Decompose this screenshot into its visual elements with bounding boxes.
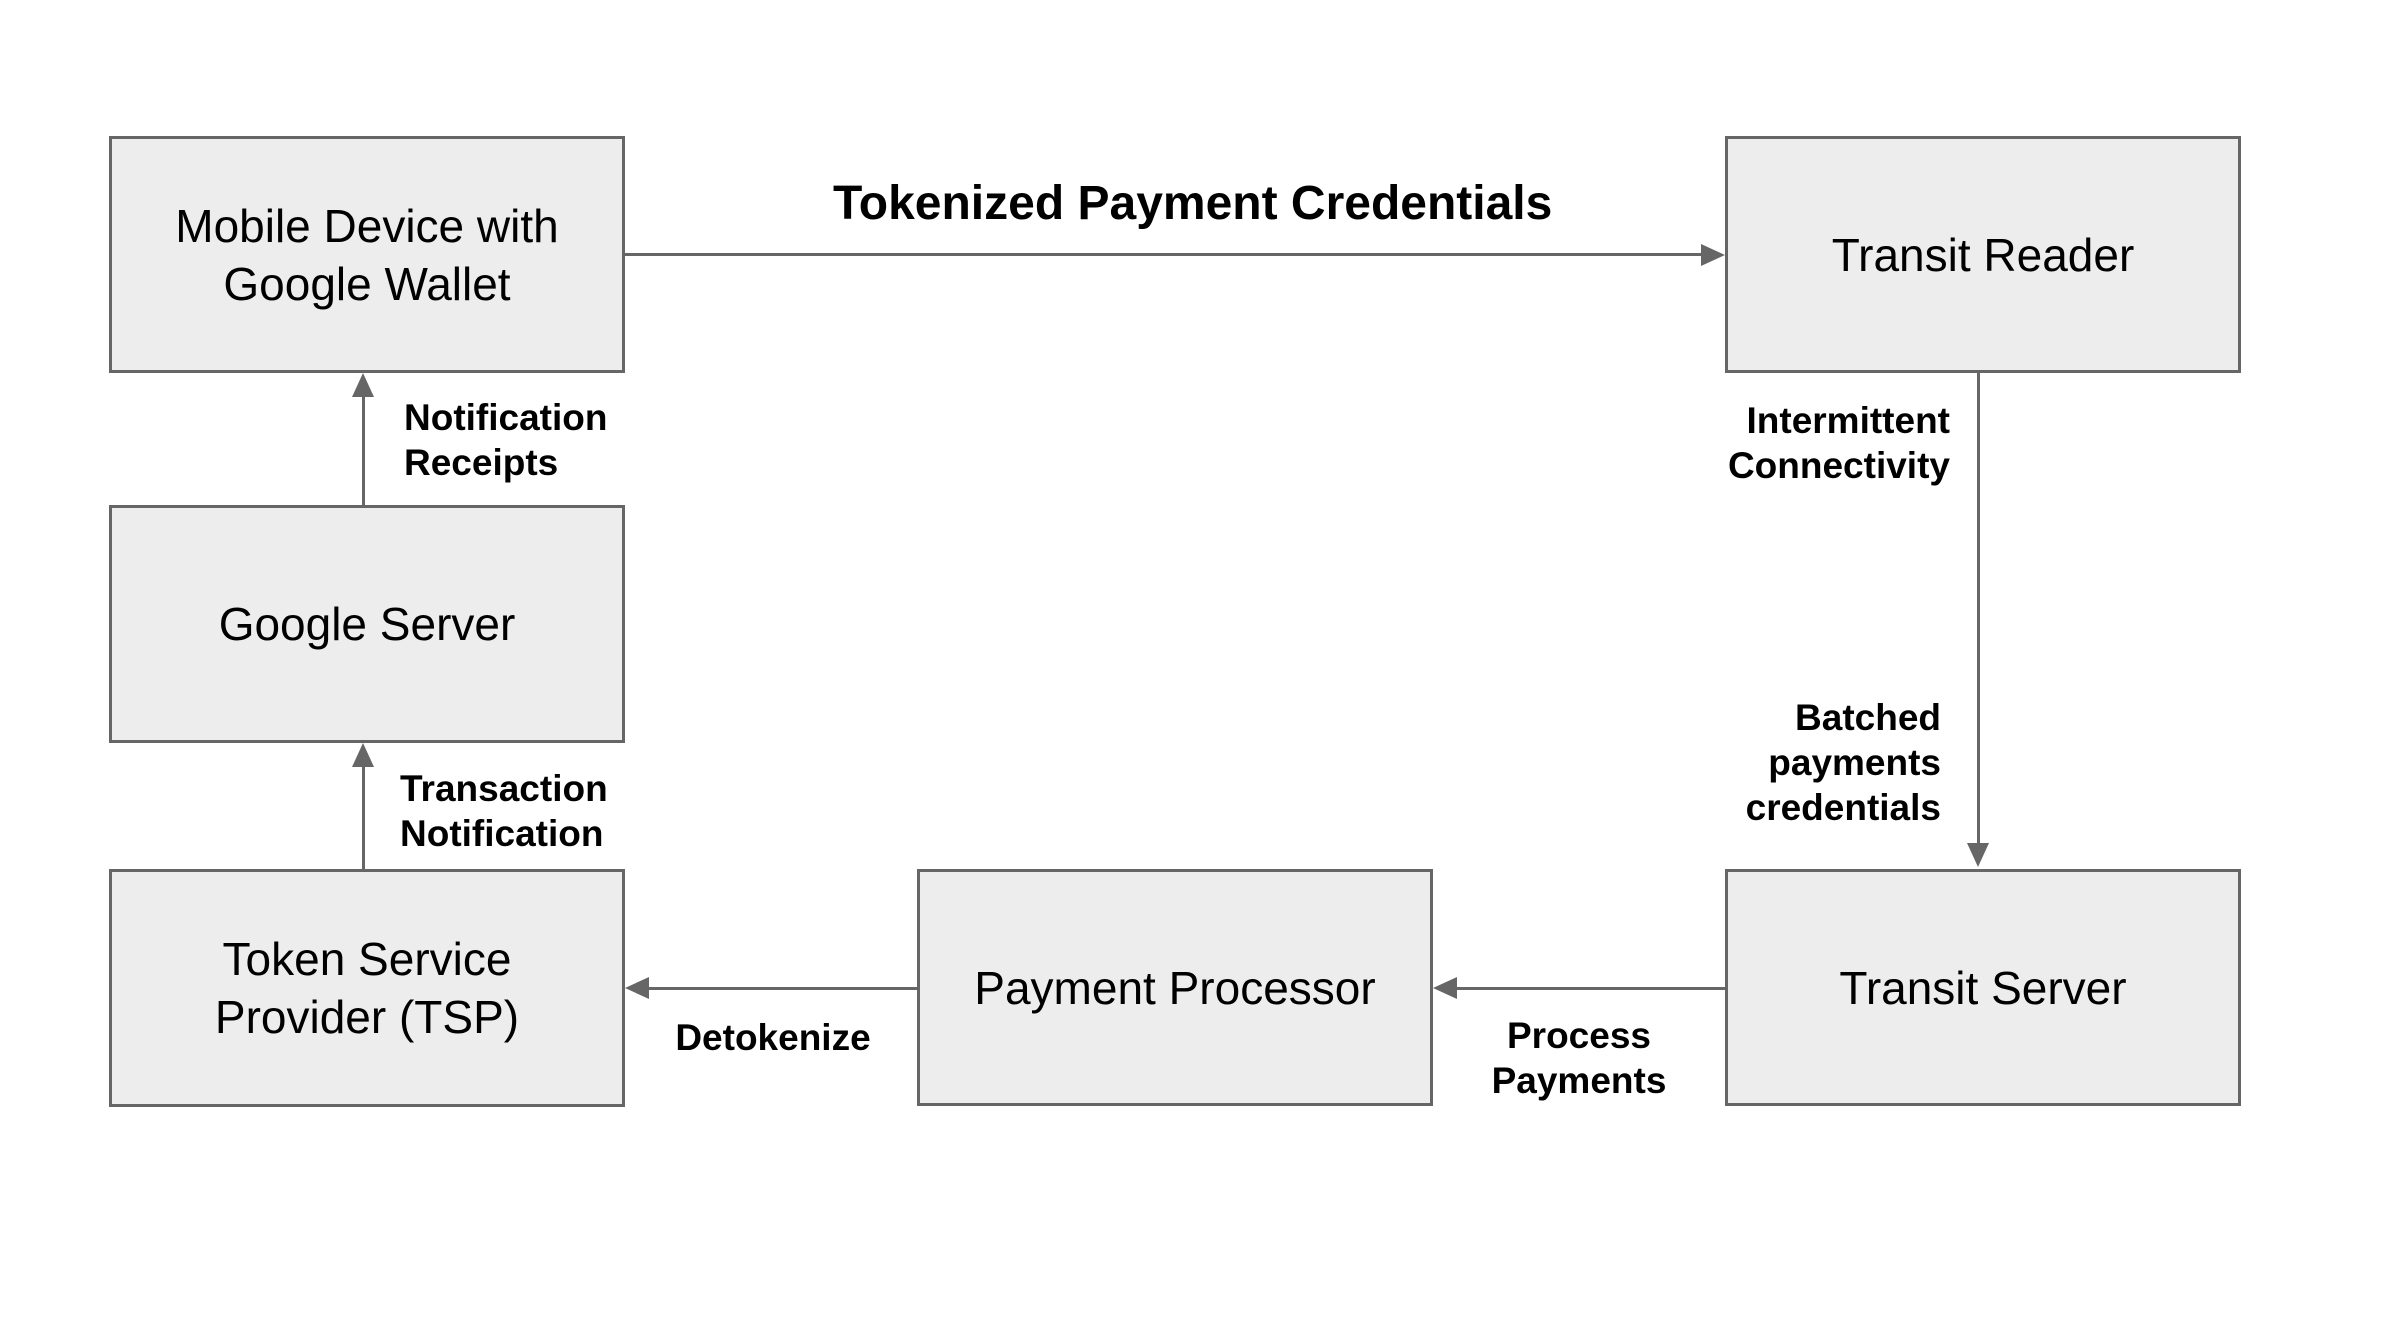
node-transit-server: Transit Server bbox=[1725, 869, 2241, 1106]
arrow-server-to-processor-line bbox=[1455, 987, 1725, 990]
edge-label-transaction-notification: Transaction Notification bbox=[400, 768, 608, 854]
node-label-transit-reader: Transit Reader bbox=[1831, 228, 2135, 281]
node-label-payment-processor: Payment Processor bbox=[974, 961, 1376, 1014]
arrowhead-down-icon bbox=[1967, 843, 1989, 867]
edge-label-batched-payments-credentials: Batched payments credentials bbox=[1745, 697, 1941, 828]
arrowhead-up-icon bbox=[352, 743, 374, 767]
arrowhead-up-icon bbox=[352, 373, 374, 397]
arrow-reader-to-server-line bbox=[1977, 373, 1980, 845]
edge-label-process-payments: Process Payments bbox=[1491, 1015, 1667, 1101]
arrow-mobile-to-reader-line bbox=[625, 253, 1703, 256]
node-google-server: Google Server bbox=[109, 505, 625, 743]
edge-label-detokenize: Detokenize bbox=[675, 1017, 871, 1058]
arrow-tsp-to-google-line bbox=[362, 765, 365, 869]
arrow-google-to-mobile-line bbox=[362, 395, 365, 505]
node-label-token-service-provider: Token Service Provider (TSP) bbox=[214, 933, 520, 1043]
node-mobile-device-google-wallet: Mobile Device with Google Wallet bbox=[109, 136, 625, 373]
node-transit-reader: Transit Reader bbox=[1725, 136, 2241, 373]
node-label-google-server: Google Server bbox=[218, 598, 516, 650]
arrowhead-right-icon bbox=[1701, 244, 1725, 266]
arrow-processor-to-tsp-line bbox=[647, 987, 917, 990]
edge-label-intermittent-connectivity: Intermittent Connectivity bbox=[1727, 400, 1950, 486]
node-token-service-provider: Token Service Provider (TSP) bbox=[109, 869, 625, 1107]
edge-label-tokenized-payment-credentials: Tokenized Payment Credentials bbox=[833, 177, 1553, 230]
arrowhead-left-icon bbox=[625, 977, 649, 999]
edge-label-notification-receipts: Notification Receipts bbox=[404, 397, 608, 483]
node-label-mobile-device: Mobile Device with Google Wallet bbox=[175, 199, 559, 310]
node-label-transit-server: Transit Server bbox=[1839, 961, 2127, 1014]
arrowhead-left-icon bbox=[1433, 977, 1457, 999]
node-payment-processor: Payment Processor bbox=[917, 869, 1433, 1106]
